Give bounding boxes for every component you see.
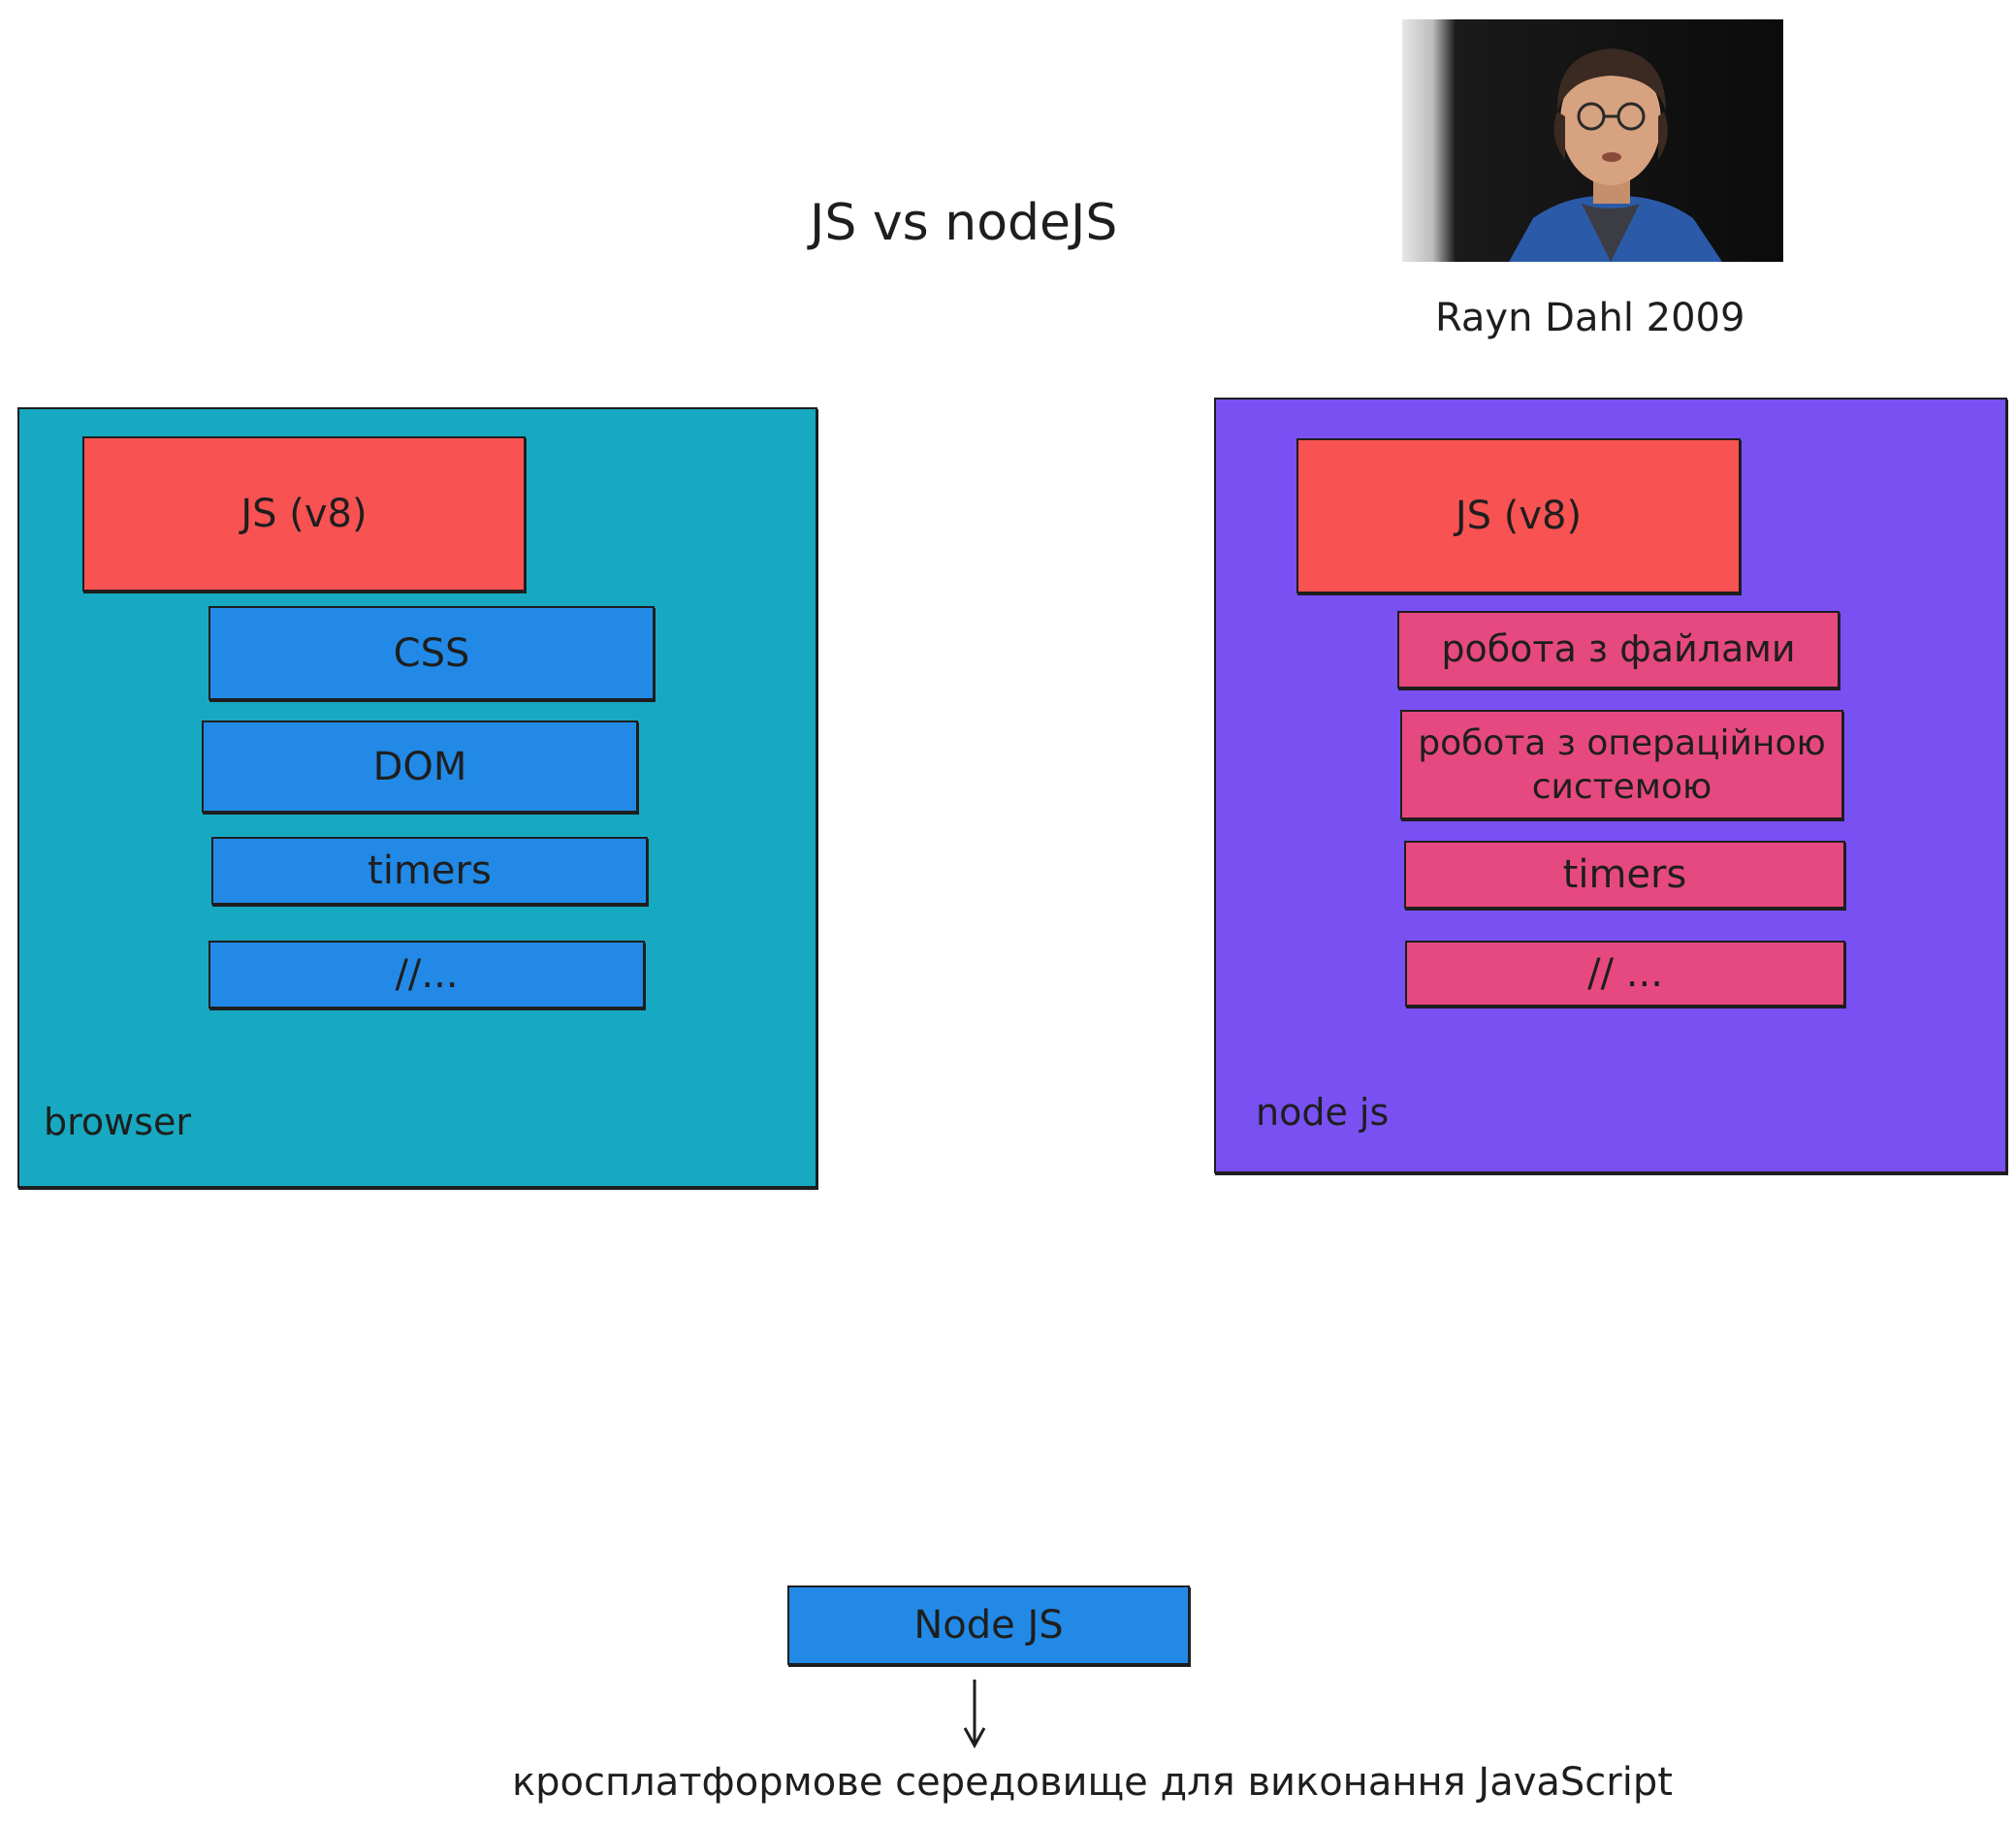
browser-item-timers-label: timers (368, 848, 492, 893)
portrait-photo (1402, 19, 1783, 262)
browser-item-css: CSS (208, 606, 655, 700)
node-item-os-label: робота з операційною системою (1418, 722, 1826, 807)
node-item-more-label: // ... (1587, 951, 1663, 996)
node-js-engine-box: JS (v8) (1296, 438, 1741, 593)
node-item-files-label: робота з файлами (1441, 627, 1796, 671)
portrait-image (1402, 19, 1783, 262)
down-arrow (963, 1680, 986, 1749)
browser-item-more: //... (208, 941, 645, 1009)
node-item-os: робота з операційною системою (1400, 710, 1843, 819)
diagram-title: JS vs nodeJS (810, 194, 1118, 252)
browser-js-engine-label: JS (v8) (240, 492, 368, 536)
nodejs-box: Node JS (787, 1585, 1190, 1665)
node-container-label: node js (1256, 1091, 1390, 1134)
nodejs-definition: кросплатформове середовище для виконання… (512, 1760, 1673, 1805)
browser-item-more-label: //... (395, 952, 459, 997)
browser-item-timers: timers (211, 837, 648, 905)
browser-item-dom: DOM (202, 720, 638, 813)
browser-container-label: browser (44, 1101, 192, 1143)
node-item-timers-label: timers (1562, 852, 1687, 897)
node-item-files: робота з файлами (1397, 611, 1840, 688)
browser-js-engine-box: JS (v8) (82, 436, 526, 592)
node-js-engine-label: JS (v8) (1455, 494, 1583, 538)
node-item-more: // ... (1405, 941, 1845, 1007)
browser-item-css-label: CSS (393, 630, 470, 676)
browser-item-dom-label: DOM (372, 744, 467, 789)
node-item-timers: timers (1404, 841, 1845, 909)
portrait-caption: Rayn Dahl 2009 (1435, 296, 1745, 340)
nodejs-box-label: Node JS (913, 1603, 1064, 1648)
